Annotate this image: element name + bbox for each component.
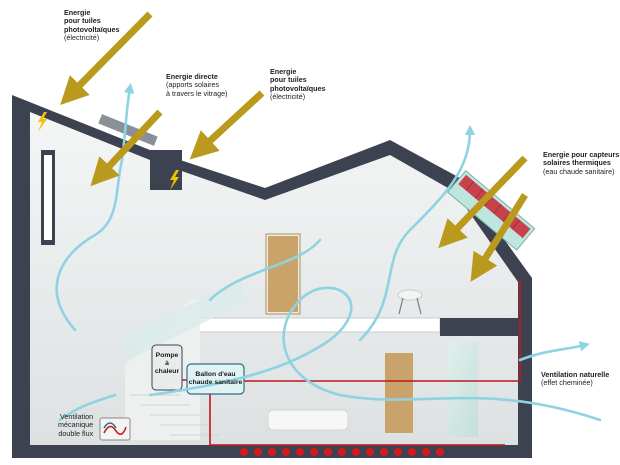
label-heat-pump: Pompe à chaleur (152, 352, 182, 376)
label-meca-line1: Ventilation (60, 412, 94, 421)
label-natural-vent-title: Ventilation naturelle (541, 370, 610, 379)
upper-door (268, 236, 298, 312)
sofa (267, 409, 349, 431)
label-thermal-line2: solaires thermiques (543, 158, 611, 168)
stair-glass-rail (118, 280, 248, 362)
label-direct-sub1: (apports solaires (166, 80, 220, 90)
pv-lightning-icon-2 (170, 170, 179, 190)
pv-lightning-icon-1 (38, 112, 47, 132)
label-meca-line2: mécanique (58, 420, 94, 430)
mezzanine-floor (189, 317, 441, 333)
label-mechanical-ventilation: Ventilation mécanique double flux (58, 412, 94, 438)
label-direct-sub2: à travers le vitrage) (166, 88, 228, 98)
upper-door-frame (265, 233, 301, 315)
floor-heating-dots (240, 448, 444, 456)
chair (397, 289, 423, 315)
label-direct-energy: Energie directe (apports solaires à trav… (166, 72, 228, 98)
ventilation-unit-icon (103, 425, 127, 435)
label-natural-ventilation: Ventilation naturelle (effet cheminée) (541, 370, 610, 388)
label-pump-line3: chaleur (154, 368, 180, 375)
label-hot-water-tank: Ballon d'eau chaude sanitaire (187, 371, 244, 387)
label-pv-top: Energie pour tuiles photovoltaïques (éle… (64, 8, 120, 43)
label-pump-line2: à (165, 360, 169, 367)
skylight-frame (98, 114, 158, 146)
label-pv-top-line3: photovoltaïques (64, 24, 120, 34)
label-pv-top-line1: Energie (64, 8, 91, 17)
label-direct-title: Energie directe (166, 72, 218, 81)
label-pv-mid-sub: (électricité) (270, 92, 306, 102)
lower-door (385, 353, 413, 433)
label-pv-top-sub: (électricité) (64, 33, 100, 43)
stair-steps (130, 394, 220, 436)
label-thermal: Energie pour capteurs solaires thermique… (543, 150, 620, 176)
label-thermal-line1: Energie pour capteurs (543, 150, 620, 159)
mezzanine-edge (440, 318, 518, 336)
window-left-pane (44, 155, 52, 240)
label-pv-mid-line2: pour tuiles (270, 75, 307, 85)
ventilation-airflow-icon (103, 422, 117, 429)
label-pv-mid-line3: photovoltaïques (270, 83, 326, 93)
air-flow-lines (55, 82, 602, 422)
label-pv-top-line2: pour tuiles (64, 16, 101, 26)
label-natural-vent-sub: (effet cheminée) (541, 378, 593, 388)
label-pv-mid-line1: Energie (270, 67, 297, 76)
label-tank-line2: chaude sanitaire (188, 379, 243, 386)
heat-pump-box (151, 344, 183, 391)
label-pv-mid: Energie pour tuiles photovoltaïques (éle… (270, 67, 326, 102)
sun-arrows (60, 11, 528, 282)
label-tank-line1: Ballon d'eau (195, 371, 236, 378)
label-meca-line3: double flux (58, 428, 94, 438)
window-right (448, 342, 478, 437)
label-thermal-sub: (eau chaude sanitaire) (543, 166, 615, 176)
label-pump-line1: Pompe (155, 352, 179, 359)
